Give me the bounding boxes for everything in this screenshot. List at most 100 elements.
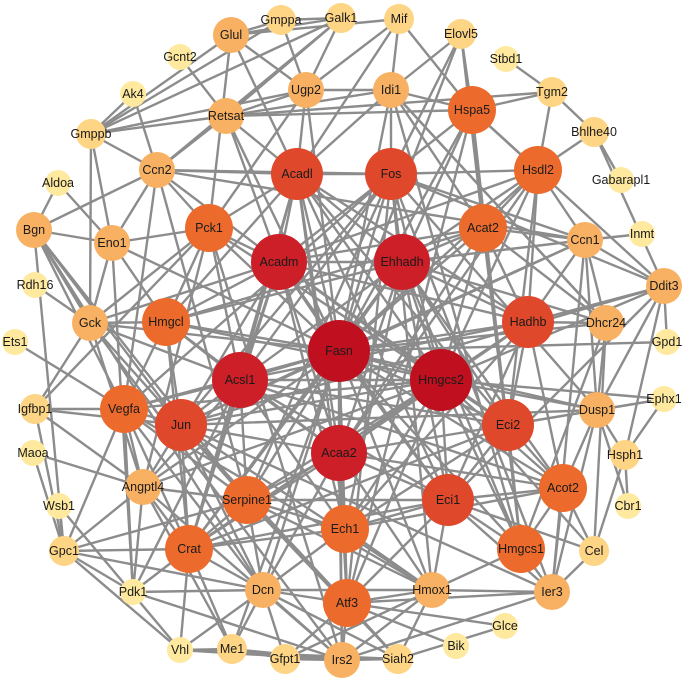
node-circle-hmox1[interactable] xyxy=(414,572,450,608)
node-circle-cbr1[interactable] xyxy=(615,493,641,519)
node-circle-bik[interactable] xyxy=(443,633,469,659)
node-stbd1[interactable]: Stbd1 xyxy=(490,46,523,72)
node-circle-hmgcs1[interactable] xyxy=(497,525,545,573)
node-circle-gcnt2[interactable] xyxy=(167,44,193,70)
node-circle-ehhadh[interactable] xyxy=(374,234,430,290)
node-circle-maoa[interactable] xyxy=(20,440,46,466)
node-acot2[interactable]: Acot2 xyxy=(539,464,587,512)
node-fos[interactable]: Fos xyxy=(365,148,417,200)
node-circle-irs2[interactable] xyxy=(324,642,360,678)
node-circle-dusp1[interactable] xyxy=(579,392,615,428)
node-inmt[interactable]: Inmt xyxy=(629,221,655,247)
node-circle-ccn2[interactable] xyxy=(139,152,175,188)
node-acadm[interactable]: Acadm xyxy=(251,234,307,290)
node-serpine1[interactable]: Serpine1 xyxy=(222,476,272,524)
node-circle-bgn[interactable] xyxy=(16,212,52,248)
node-circle-acaa2[interactable] xyxy=(311,425,367,481)
node-aldoa[interactable]: Aldoa xyxy=(42,170,74,196)
node-circle-gfpt1[interactable] xyxy=(270,644,300,674)
node-circle-stbd1[interactable] xyxy=(493,46,519,72)
node-vhl[interactable]: Vhl xyxy=(167,637,193,663)
node-circle-igfbp1[interactable] xyxy=(20,394,50,424)
node-irs2[interactable]: Irs2 xyxy=(324,642,360,678)
node-siah2[interactable]: Siah2 xyxy=(382,644,414,674)
node-maoa[interactable]: Maoa xyxy=(17,440,49,466)
node-circle-hmgcs2[interactable] xyxy=(410,349,472,411)
node-gck[interactable]: Gck xyxy=(72,305,108,341)
node-ier3[interactable]: Ier3 xyxy=(534,574,570,610)
node-gfpt1[interactable]: Gfpt1 xyxy=(270,644,301,674)
node-pck1[interactable]: Pck1 xyxy=(185,204,233,252)
node-acsl1[interactable]: Acsl1 xyxy=(212,352,268,408)
node-circle-elovl5[interactable] xyxy=(446,19,476,49)
node-circle-fos[interactable] xyxy=(365,148,417,200)
node-circle-gpd1[interactable] xyxy=(654,329,680,355)
node-gpc1[interactable]: Gpc1 xyxy=(49,536,79,566)
node-circle-acadl[interactable] xyxy=(271,148,323,200)
node-circle-hmgcl[interactable] xyxy=(142,298,190,346)
node-hmgcs2[interactable]: Hmgcs2 xyxy=(410,349,472,411)
node-acat2[interactable]: Acat2 xyxy=(459,204,507,252)
node-bhlhe40[interactable]: Bhlhe40 xyxy=(571,117,617,147)
node-circle-hsdl2[interactable] xyxy=(514,146,562,194)
node-ddit3[interactable]: Ddit3 xyxy=(646,268,682,304)
node-circle-crat[interactable] xyxy=(165,525,213,573)
node-hmgcs1[interactable]: Hmgcs1 xyxy=(497,525,545,573)
node-circle-eno1[interactable] xyxy=(94,225,130,261)
node-circle-eci2[interactable] xyxy=(482,399,534,451)
node-acaa2[interactable]: Acaa2 xyxy=(311,425,367,481)
node-circle-ak4[interactable] xyxy=(120,81,146,107)
node-circle-tgm2[interactable] xyxy=(537,77,567,107)
node-idi1[interactable]: Idi1 xyxy=(373,72,409,108)
node-ets1[interactable]: Ets1 xyxy=(2,329,28,355)
node-dusp1[interactable]: Dusp1 xyxy=(579,392,615,428)
node-circle-siah2[interactable] xyxy=(383,644,413,674)
node-circle-ugp2[interactable] xyxy=(288,72,324,108)
node-circle-eci1[interactable] xyxy=(422,474,474,526)
node-circle-hadhb[interactable] xyxy=(502,296,554,348)
node-retsat[interactable]: Retsat xyxy=(208,98,245,134)
node-circle-me1[interactable] xyxy=(217,634,247,664)
node-circle-ets1[interactable] xyxy=(2,329,28,355)
node-eno1[interactable]: Eno1 xyxy=(94,225,130,261)
node-circle-glul[interactable] xyxy=(213,17,249,53)
node-elovl5[interactable]: Elovl5 xyxy=(444,19,478,49)
node-pdk1[interactable]: Pdk1 xyxy=(119,579,148,605)
node-cbr1[interactable]: Cbr1 xyxy=(614,493,642,519)
node-circle-angptl4[interactable] xyxy=(125,469,161,505)
node-hsph1[interactable]: Hsph1 xyxy=(607,440,643,470)
node-igfbp1[interactable]: Igfbp1 xyxy=(18,394,53,424)
node-circle-glce[interactable] xyxy=(492,613,518,639)
node-bik[interactable]: Bik xyxy=(443,633,469,659)
node-glce[interactable]: Glce xyxy=(492,613,518,639)
node-hmox1[interactable]: Hmox1 xyxy=(412,572,452,608)
node-gcnt2[interactable]: Gcnt2 xyxy=(163,44,197,70)
node-ehhadh[interactable]: Ehhadh xyxy=(374,234,430,290)
node-circle-cel[interactable] xyxy=(579,536,609,566)
node-circle-rdh16[interactable] xyxy=(22,272,48,298)
node-dhcr24[interactable]: Dhcr24 xyxy=(586,305,626,341)
node-circle-wsb1[interactable] xyxy=(46,493,72,519)
node-hsdl2[interactable]: Hsdl2 xyxy=(514,146,562,194)
node-circle-acsl1[interactable] xyxy=(212,352,268,408)
node-ak4[interactable]: Ak4 xyxy=(120,81,146,107)
node-circle-acot2[interactable] xyxy=(539,464,587,512)
node-vegfa[interactable]: Vegfa xyxy=(100,385,148,433)
node-ephx1[interactable]: Ephx1 xyxy=(646,386,682,412)
node-circle-aldoa[interactable] xyxy=(45,170,71,196)
node-circle-ephx1[interactable] xyxy=(651,386,677,412)
node-ccn2[interactable]: Ccn2 xyxy=(139,152,175,188)
node-circle-fasn[interactable] xyxy=(308,320,370,382)
node-circle-gmppa[interactable] xyxy=(266,5,296,35)
node-acadl[interactable]: Acadl xyxy=(271,148,323,200)
node-gmppa[interactable]: Gmppa xyxy=(261,5,302,35)
node-eci2[interactable]: Eci2 xyxy=(482,399,534,451)
node-wsb1[interactable]: Wsb1 xyxy=(43,493,75,519)
node-me1[interactable]: Me1 xyxy=(217,634,247,664)
node-crat[interactable]: Crat xyxy=(165,525,213,573)
node-angptl4[interactable]: Angptl4 xyxy=(122,469,164,505)
node-circle-hspa5[interactable] xyxy=(448,86,496,134)
node-circle-ccn1[interactable] xyxy=(567,222,603,258)
node-circle-mif[interactable] xyxy=(384,4,414,34)
node-circle-bhlhe40[interactable] xyxy=(579,117,609,147)
